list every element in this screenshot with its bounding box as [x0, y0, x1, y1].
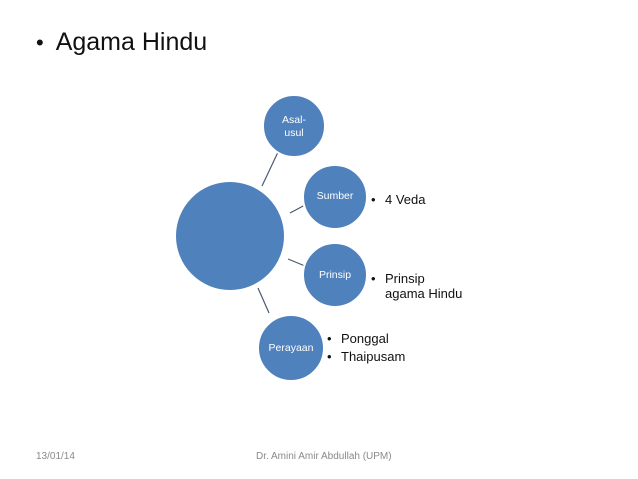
connector-asal-usul	[261, 149, 280, 187]
note-perayaan: • Ponggal • Thaipusam	[327, 331, 405, 364]
node-sumber	[302, 164, 368, 230]
node-label-sumber-text: Sumber	[316, 190, 354, 202]
title-text: Agama Hindu	[55, 28, 208, 56]
note-text: Prinsip agama Hindu	[385, 271, 462, 301]
note-text: Ponggal	[341, 331, 389, 346]
footer-author: Dr. Amini Amir Abdullah (UPM)	[256, 451, 392, 462]
center-node	[174, 180, 286, 292]
node-label-sumber: Sumber	[303, 190, 367, 203]
note-perayaan-item-1: • Ponggal	[327, 331, 405, 346]
note-bullet: •	[371, 271, 376, 286]
note-text-line1: Prinsip	[385, 271, 425, 286]
node-label-asal-usul-line2: usul	[284, 127, 304, 139]
connector-perayaan	[257, 287, 270, 314]
note-prinsip-item: • Prinsip agama Hindu	[371, 271, 462, 301]
node-label-prinsip: Prinsip	[303, 269, 367, 282]
note-text-line2: agama Hindu	[385, 286, 463, 301]
connector-prinsip	[287, 258, 306, 267]
note-sumber: • 4 Veda	[371, 192, 426, 207]
note-bullet: •	[327, 349, 332, 364]
node-asal-usul	[262, 94, 326, 158]
note-text: Thaipusam	[341, 349, 406, 364]
node-label-prinsip-text: Prinsip	[318, 269, 352, 281]
note-bullet: •	[327, 331, 332, 346]
slide-title: • Agama Hindu	[36, 28, 207, 57]
note-bullet: •	[371, 192, 376, 207]
node-label-asal-usul: Asal- usul	[263, 114, 325, 140]
note-text: 4 Veda	[385, 192, 426, 207]
node-prinsip	[302, 242, 368, 308]
node-label-perayaan: Perayaan	[258, 342, 324, 355]
title-bullet: •	[36, 29, 44, 55]
node-label-asal-usul-line1: Asal-	[282, 114, 306, 126]
footer-date: 13/01/14	[36, 451, 75, 462]
node-label-perayaan-text: Perayaan	[268, 342, 314, 354]
note-perayaan-item-2: • Thaipusam	[327, 349, 405, 364]
note-prinsip: • Prinsip agama Hindu	[371, 271, 462, 301]
note-sumber-item: • 4 Veda	[371, 192, 426, 207]
connector-sumber	[289, 204, 306, 214]
node-perayaan	[257, 314, 325, 382]
